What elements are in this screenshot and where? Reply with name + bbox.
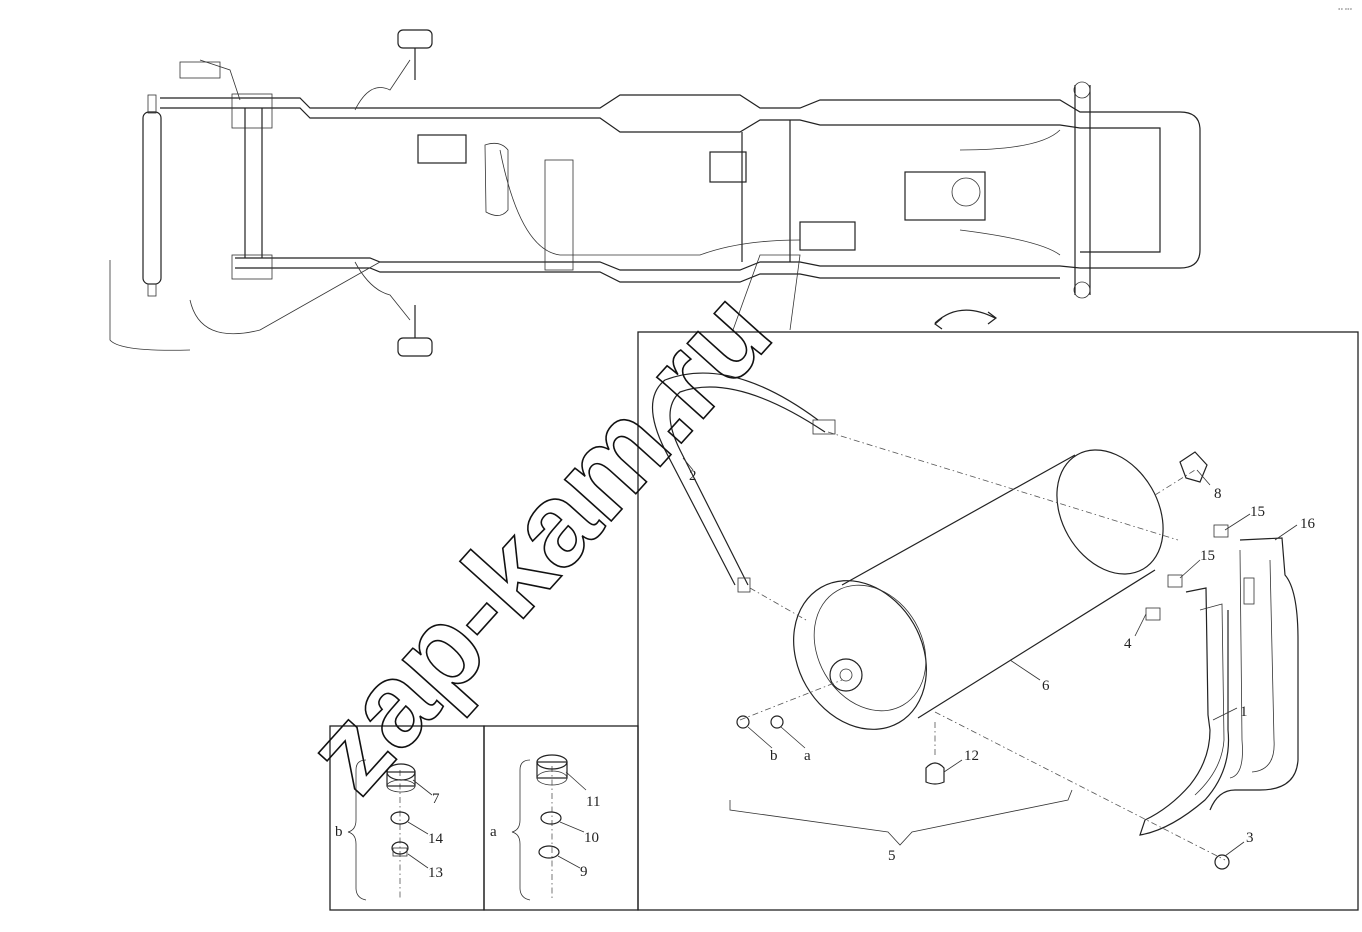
callout-8: 8	[1214, 486, 1222, 502]
rotate-arrow-icon	[934, 309, 997, 330]
valve-block-rear	[904, 171, 986, 221]
callout-5: 5	[888, 848, 896, 864]
mounting-strap-rear	[1209, 537, 1299, 811]
air-tank	[841, 454, 1076, 586]
frame-rail-lower	[235, 257, 1081, 271]
bolt	[1145, 607, 1161, 621]
callout-15: 15	[1250, 504, 1265, 520]
valve-block-left	[417, 134, 467, 164]
mounting-strap	[1139, 587, 1230, 836]
group-label-a: a	[490, 824, 497, 840]
nut-b	[736, 715, 750, 729]
washer-10	[540, 811, 562, 825]
elbow-fitting	[1179, 451, 1208, 483]
callout-b: b	[770, 748, 778, 764]
wheel-bottom	[397, 337, 433, 357]
detail-a-frame	[483, 725, 639, 911]
nut-a	[770, 715, 784, 729]
bolt	[1167, 574, 1183, 588]
callout-14: 14	[428, 831, 444, 847]
callout-1: 1	[1240, 704, 1248, 720]
detail-b: 7 14 13 b	[335, 759, 444, 901]
nut-9	[538, 845, 560, 859]
callout-15: 15	[1200, 548, 1215, 564]
callout-9: 9	[580, 864, 588, 880]
detail-a: 11 10 9 a	[490, 754, 600, 901]
callout-2: 2	[689, 468, 697, 484]
assembly-brace	[729, 789, 1073, 846]
air-tank-assembly	[651, 372, 1299, 870]
nut	[1214, 854, 1230, 870]
front-axle-tube	[142, 111, 162, 285]
air-hose	[651, 372, 819, 586]
callout-13: 13	[428, 865, 443, 881]
callout-a: a	[804, 748, 811, 764]
callout-7: 7	[432, 791, 440, 807]
exploded-view-frame	[637, 331, 1359, 911]
group-label-b: b	[335, 824, 343, 840]
callout-11: 11	[586, 794, 600, 810]
callout-12: 12	[964, 748, 979, 764]
callout-10: 10	[584, 830, 599, 846]
watermark-text: zap-kam.ru	[281, 266, 796, 817]
drain-valve	[925, 762, 945, 785]
chassis-frame-overview	[109, 29, 1201, 357]
callout-6: 6	[1042, 678, 1050, 694]
callout-3: 3	[1246, 830, 1254, 846]
wheel-top	[397, 29, 433, 49]
callout-16: 16	[1300, 516, 1316, 532]
callouts: 2 8 15 16 15 4 6 1 12 3 5 b a	[689, 468, 1316, 864]
washer-14	[390, 811, 410, 825]
tank-port	[829, 658, 863, 692]
corner-mark: °° °°°	[1338, 8, 1353, 14]
nut-13	[391, 841, 409, 855]
bolt	[1213, 524, 1229, 538]
callout-4: 4	[1124, 636, 1132, 652]
frame-rail-upper	[160, 94, 1201, 269]
